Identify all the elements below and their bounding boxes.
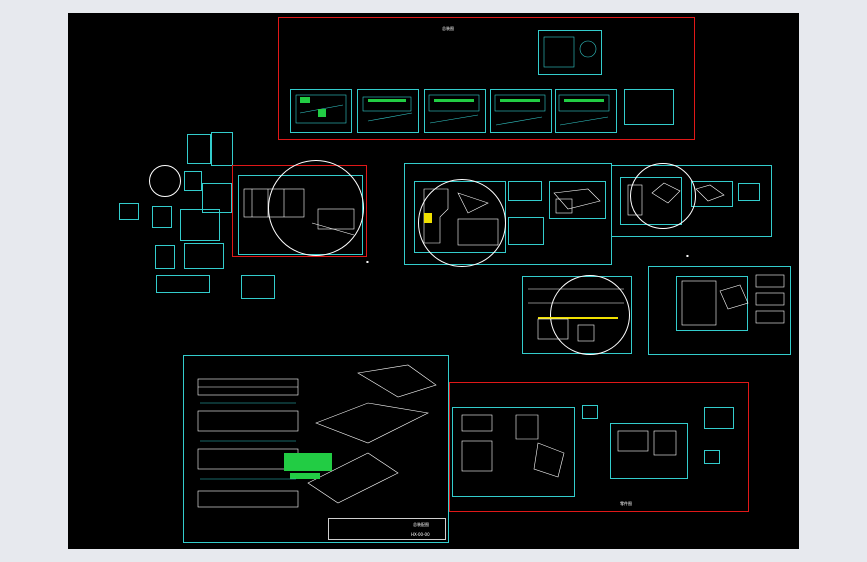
sheet-left-b[interactable] <box>211 132 233 166</box>
annotation-mark-2: ▪ <box>686 253 689 258</box>
sheet-br-4[interactable] <box>704 407 734 429</box>
drawing-code: HX-00-00 <box>411 532 430 537</box>
sheet-left-h[interactable] <box>184 243 224 269</box>
sheet-left-a[interactable] <box>187 134 211 164</box>
sheet-right-top-sub3[interactable] <box>738 183 760 201</box>
sheet-br-3[interactable] <box>582 405 598 419</box>
sheet-br-1[interactable] <box>452 407 575 497</box>
sheet-mid-sub3[interactable] <box>549 181 606 219</box>
group-label: 总装图 <box>442 26 454 31</box>
sheet-left-d[interactable] <box>202 183 232 213</box>
title-text: 总装配图 <box>413 522 429 527</box>
sheet-right-lower-sub[interactable] <box>676 276 748 331</box>
cad-viewport[interactable]: 总装图 总装配图 HX-00-00 <box>68 13 799 549</box>
sheet-top-detail[interactable] <box>538 30 602 75</box>
sheet-top-4[interactable] <box>490 89 552 133</box>
sheet-right-lower[interactable] <box>648 266 791 355</box>
sheet-top-5[interactable] <box>555 89 617 133</box>
annotation-mark: ▪ <box>366 259 369 264</box>
sheet-left-f[interactable] <box>152 206 172 228</box>
sheet-left-c[interactable] <box>184 171 202 191</box>
sheet-main-assembly[interactable]: 总装配图 HX-00-00 <box>183 355 449 543</box>
detail-circle-mid <box>268 160 364 256</box>
sheet-top-6[interactable] <box>624 89 674 125</box>
sheet-right-top[interactable] <box>611 165 772 237</box>
drawing-group-top[interactable]: 总装图 <box>278 17 695 140</box>
sheet-left-k[interactable] <box>241 275 275 299</box>
sheet-left-e[interactable] <box>119 203 139 220</box>
sheet-br-5[interactable] <box>704 450 720 464</box>
sheet-mid-sub2[interactable] <box>508 181 542 201</box>
sheet-left-i[interactable] <box>155 245 175 269</box>
detail-circle-right <box>630 163 696 229</box>
sheet-mid-sub4[interactable] <box>508 217 544 245</box>
sheet-top-2[interactable] <box>357 89 419 133</box>
sheet-top-1[interactable] <box>290 89 352 133</box>
drawing-group-bottom-right[interactable]: 零件图 <box>449 382 749 512</box>
detail-circle-center <box>418 179 506 267</box>
drawing-linework <box>197 36 785 508</box>
sheet-left-j[interactable] <box>156 275 210 293</box>
detail-circle-lower <box>550 275 630 355</box>
sheet-left-g[interactable] <box>180 209 220 241</box>
sheet-br-2[interactable] <box>610 423 688 479</box>
group-label-bottom: 零件图 <box>620 501 632 506</box>
sheet-top-3[interactable] <box>424 89 486 133</box>
title-block: 总装配图 HX-00-00 <box>328 518 446 540</box>
detail-circle-left <box>149 165 181 197</box>
